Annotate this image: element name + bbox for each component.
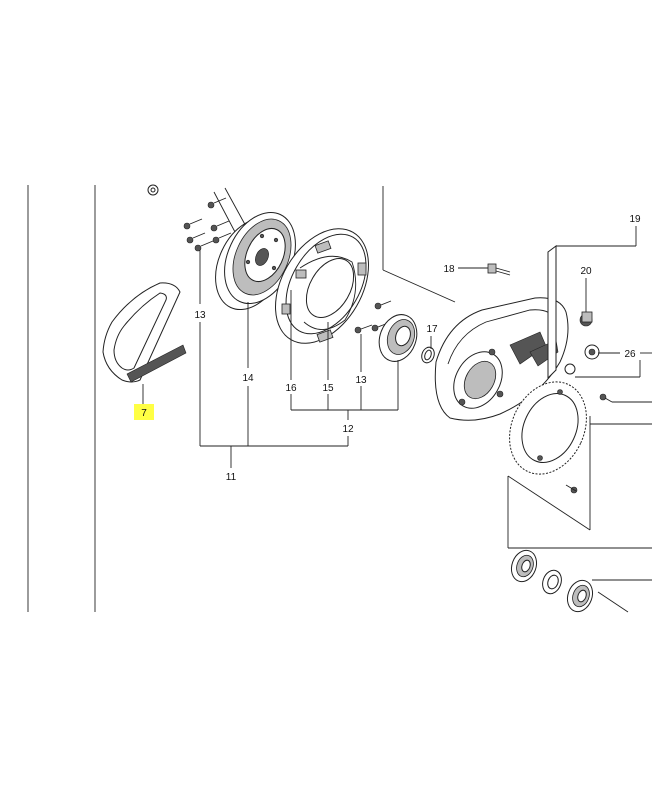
callouts: 7 11 12 13 13 14 15 16 17 18 19 20 26 bbox=[141, 214, 641, 483]
callout-16: 16 bbox=[285, 383, 297, 394]
callout-13-left: 13 bbox=[194, 310, 206, 321]
callout-12: 12 bbox=[342, 424, 354, 435]
drive-pulley bbox=[213, 187, 296, 311]
toothed-ring bbox=[509, 381, 587, 475]
screw-4 bbox=[207, 197, 227, 209]
screw-1 bbox=[183, 218, 203, 230]
screw-group-left bbox=[183, 197, 232, 252]
screw-group-mid bbox=[354, 300, 392, 334]
screw-9 bbox=[374, 300, 392, 310]
callout-14: 14 bbox=[242, 373, 254, 384]
callout-19: 19 bbox=[629, 214, 641, 225]
callout-7: 7 bbox=[141, 408, 147, 419]
callout-11: 11 bbox=[226, 472, 237, 483]
leader-lines bbox=[142, 226, 652, 581]
bolt-18 bbox=[487, 263, 511, 276]
washer-top bbox=[147, 184, 159, 196]
callout-26: 26 bbox=[624, 349, 636, 360]
drive-belt bbox=[102, 282, 187, 383]
clutch-plate bbox=[275, 228, 369, 344]
highlight-callout-7 bbox=[134, 404, 154, 420]
callout-17: 17 bbox=[426, 324, 438, 335]
bracket-right bbox=[547, 245, 613, 494]
cover-housing bbox=[382, 186, 569, 421]
callout-18: 18 bbox=[443, 264, 455, 275]
belt-ribs bbox=[126, 344, 187, 383]
bearing-seal bbox=[378, 314, 435, 364]
callout-13-mid: 13 bbox=[355, 375, 367, 386]
screw-5 bbox=[210, 220, 230, 232]
screw-2 bbox=[186, 232, 206, 244]
screw-8 bbox=[371, 322, 389, 332]
screw-7 bbox=[354, 324, 373, 334]
screw-3 bbox=[194, 240, 214, 252]
screw-6 bbox=[212, 232, 232, 244]
callout-15: 15 bbox=[322, 383, 334, 394]
lower-bearings bbox=[510, 549, 629, 613]
callout-20: 20 bbox=[580, 266, 592, 277]
